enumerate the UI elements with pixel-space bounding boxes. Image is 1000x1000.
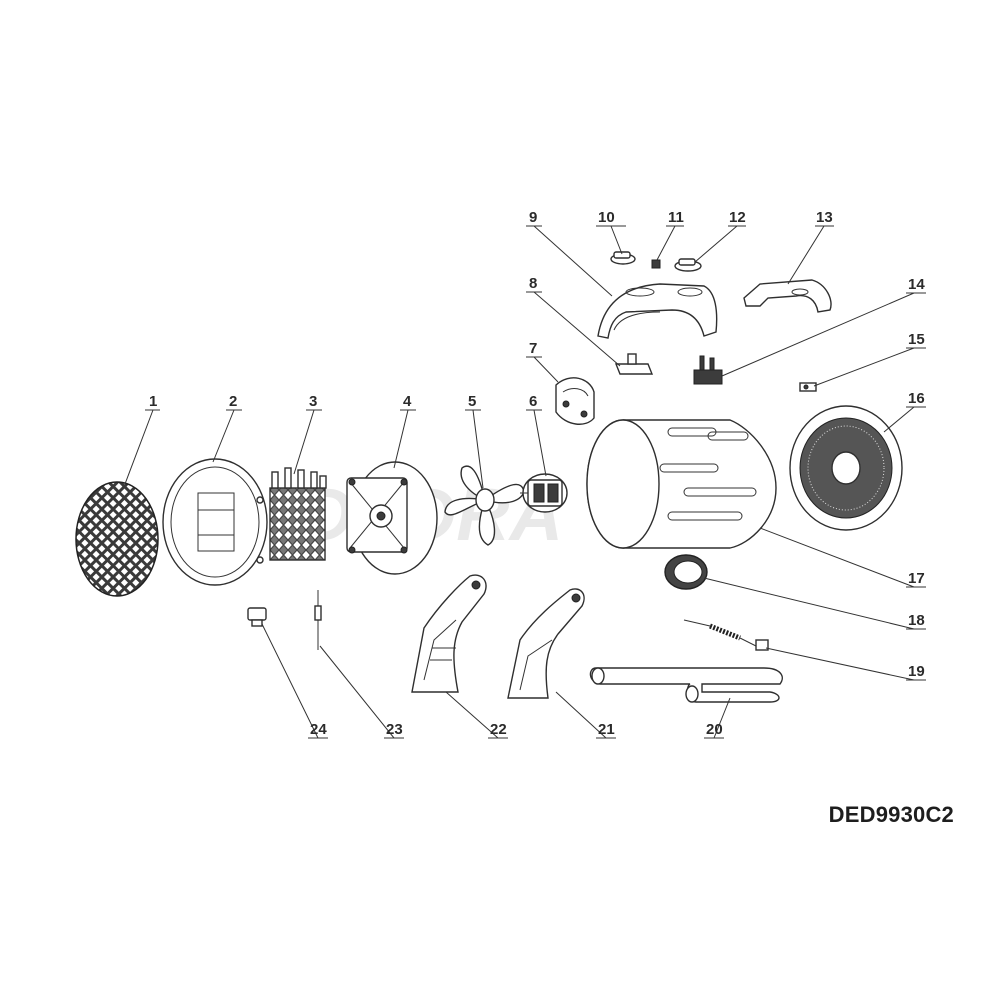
callout-5: 5 (468, 393, 476, 410)
part-21-right-stand (507, 588, 585, 699)
callout-14: 14 (908, 276, 925, 293)
part-6-motor (520, 473, 568, 513)
part-22-left-stand (411, 574, 487, 693)
part-3-heating-element (269, 467, 327, 561)
part-4-motor-housing (346, 461, 438, 575)
callout-24: 24 (310, 721, 327, 738)
part-9-top-housing (597, 283, 718, 339)
part-1-front-grille (75, 481, 159, 597)
callout-22: 22 (490, 721, 507, 738)
part-19-power-cord (683, 619, 769, 651)
callout-11: 11 (668, 209, 684, 226)
part-14-thermostat (693, 355, 723, 385)
part-20-foot-tube (589, 667, 783, 703)
callout-16: 16 (908, 390, 925, 407)
callout-8: 8 (529, 275, 537, 292)
callout-23: 23 (386, 721, 403, 738)
part-13-handle (743, 279, 832, 313)
part-17-body-cylinder (586, 419, 777, 549)
callout-7: 7 (529, 340, 537, 357)
callout-3: 3 (309, 393, 317, 410)
callout-18: 18 (908, 612, 925, 629)
model-number: DED9930C2 (828, 802, 954, 827)
callout-1: 1 (149, 393, 157, 410)
part-18-ring (664, 554, 708, 590)
part-15-clip (799, 382, 817, 392)
part-11-switch (651, 259, 661, 269)
callout-17: 17 (908, 570, 925, 587)
part-5-fan-blade (444, 465, 525, 546)
callout-21: 21 (598, 721, 615, 738)
callout-6: 6 (529, 393, 537, 410)
callout-19: 19 (908, 663, 925, 680)
callout-10: 10 (598, 209, 615, 226)
callout-13: 13 (816, 209, 833, 226)
part-23-thermal-fuse (314, 590, 322, 650)
callout-labels: 1 2 3 4 5 6 7 8 9 10 11 12 13 14 15 16 1… (149, 209, 925, 738)
callout-12: 12 (729, 209, 746, 226)
part-10-knob (610, 251, 636, 265)
callout-20: 20 (706, 721, 723, 738)
callout-15: 15 (908, 331, 925, 348)
part-16-rear-grille (789, 405, 903, 531)
part-2-front-ring (162, 458, 268, 586)
callout-4: 4 (403, 393, 412, 410)
part-12-knob (674, 258, 702, 272)
callout-9: 9 (529, 209, 537, 226)
part-7-switch-bracket (555, 377, 595, 425)
leader-lines (124, 225, 926, 739)
part-24-clamp (247, 607, 267, 627)
callout-2: 2 (229, 393, 237, 410)
part-8-thermostat-block (614, 353, 654, 375)
